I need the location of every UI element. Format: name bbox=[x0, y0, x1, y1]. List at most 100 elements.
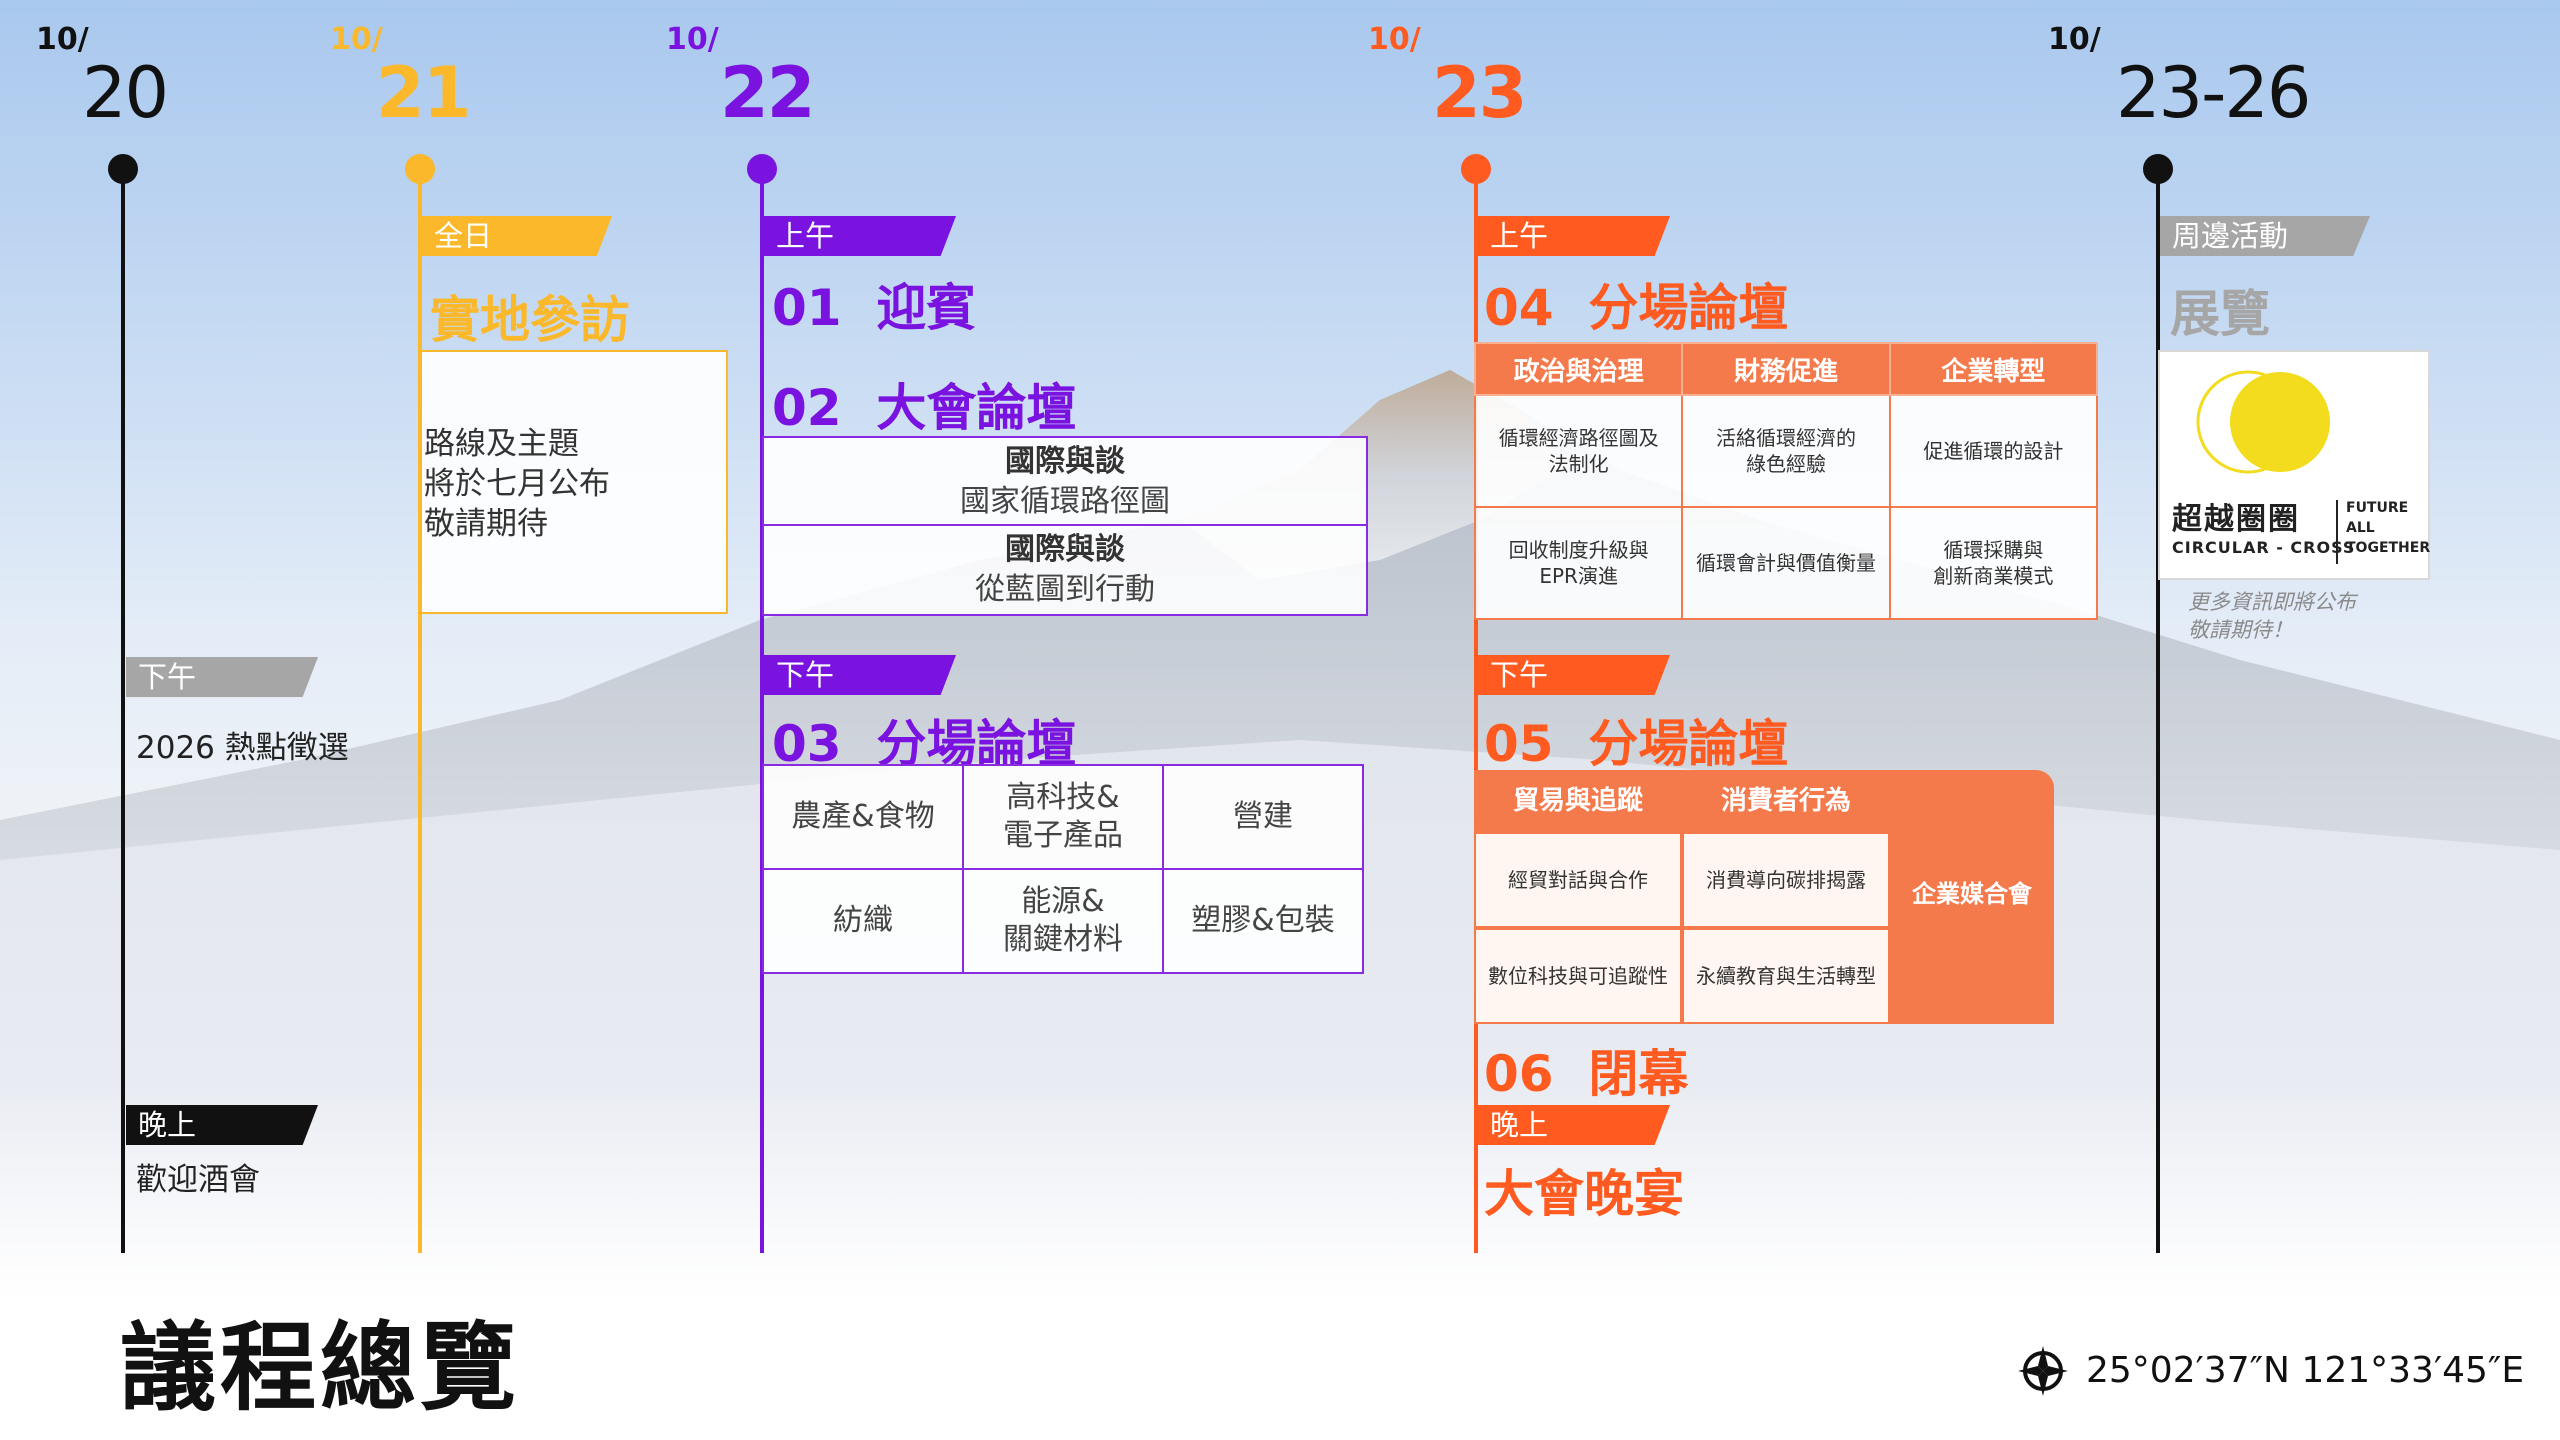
logo-divider bbox=[2336, 500, 2338, 564]
grid-cell: 紡織 bbox=[762, 868, 964, 974]
timeline-dot-1023 bbox=[1461, 154, 1491, 184]
d21-title: 實地參訪 bbox=[430, 291, 630, 349]
timeline-dot-1021 bbox=[405, 154, 435, 184]
date-day-1023: 23 bbox=[1432, 52, 1527, 134]
forum-head: 國際與談 bbox=[1005, 532, 1125, 567]
date-month-1020: 10/ bbox=[36, 22, 89, 57]
table-cell: 活絡循環經濟的 綠色經驗 bbox=[1681, 394, 1891, 508]
d23-s05-side-label: 企業媒合會 bbox=[1912, 880, 2032, 908]
d22-forum-2: 國際與談 從藍圖到行動 bbox=[762, 524, 1368, 616]
timeline-102326 bbox=[2156, 168, 2160, 1253]
d20-afternoon-tag: 下午 bbox=[126, 657, 318, 697]
note-line: 敬請期待！ bbox=[2188, 618, 2293, 642]
timeline-dot-1020 bbox=[108, 154, 138, 184]
circular-cross-logo: 超越圈圈 CIRCULAR - CROSS FUTURE ALL TOGETHE… bbox=[2158, 350, 2430, 580]
session-number: 06 bbox=[1484, 1045, 1554, 1103]
date-day-1021: 21 bbox=[376, 52, 471, 134]
table-cell: 永續教育與生活轉型 bbox=[1684, 930, 1888, 1022]
d23-session-05: 05 分場論壇 bbox=[1484, 704, 1788, 776]
d23-afternoon-tag: 下午 bbox=[1478, 655, 1670, 695]
d2326-event-tag: 周邊活動 bbox=[2160, 216, 2370, 256]
coordinates-text: 25°02′37″N 121°33′45″E bbox=[2086, 1350, 2525, 1391]
d23-session-04: 04 分場論壇 bbox=[1484, 268, 1788, 340]
d23-session-06: 06 閉幕 bbox=[1484, 1034, 1688, 1106]
d21-allday-tag: 全日 bbox=[422, 216, 612, 256]
session-number: 01 bbox=[772, 279, 842, 337]
d23-s05-head-1: 貿易與追蹤 bbox=[1512, 786, 1643, 816]
table-header: 企業轉型 bbox=[1888, 342, 2099, 396]
session-number: 05 bbox=[1484, 715, 1554, 773]
d2326-title: 展覽 bbox=[2170, 285, 2270, 343]
date-day-1020: 20 bbox=[82, 52, 169, 134]
d21-info-line-3: 敬請期待 bbox=[424, 506, 548, 542]
table-cell: 循環經濟路徑圖及 法制化 bbox=[1473, 394, 1684, 508]
d22-session-02: 02 大會論壇 bbox=[772, 368, 1076, 440]
d22-forum-1: 國際與談 國家循環路徑圖 bbox=[762, 436, 1368, 526]
d22-morning-tag: 上午 bbox=[764, 216, 956, 256]
d23-session-04-table: 政治與治理 財務促進 企業轉型 循環經濟路徑圖及 法制化 活絡循環經濟的 綠色經… bbox=[1473, 342, 2099, 620]
logo-cn-text: 超越圈圈 bbox=[2172, 502, 2300, 537]
date-day-102326: 23-26 bbox=[2116, 52, 2311, 134]
timeline-1023 bbox=[1474, 168, 1478, 1253]
grid-cell: 營建 bbox=[1162, 764, 1364, 870]
note-line: 更多資訊即將公布 bbox=[2188, 590, 2356, 614]
d23-morning-tag: 上午 bbox=[1478, 216, 1670, 256]
d23-evening-tag: 晚上 bbox=[1478, 1105, 1670, 1145]
d22-session-03: 03 分場論壇 bbox=[772, 704, 1076, 776]
session-title: 分場論壇 bbox=[1588, 279, 1789, 337]
timeline-dot-1022 bbox=[747, 154, 777, 184]
d20-evening-text: 歡迎酒會 bbox=[136, 1162, 260, 1198]
forum-head: 國際與談 bbox=[1005, 444, 1125, 479]
d23-evening-title: 大會晚宴 bbox=[1484, 1165, 1684, 1223]
session-number: 02 bbox=[772, 379, 842, 437]
logo-side-text: FUTURE ALL TOGETHER bbox=[2346, 498, 2430, 558]
d2326-note: 更多資訊即將公布 敬請期待！ bbox=[2188, 588, 2356, 644]
d21-info-line-1: 路線及主題 bbox=[424, 426, 579, 462]
table-header: 政治與治理 bbox=[1473, 342, 1684, 396]
d21-info-box bbox=[420, 350, 728, 614]
d21-info-line-2: 將於七月公布 bbox=[424, 466, 610, 502]
overlapping-circles-icon bbox=[2196, 370, 2330, 474]
session-title: 閉幕 bbox=[1588, 1045, 1689, 1103]
table-cell: 經貿對話與合作 bbox=[1476, 834, 1680, 926]
forum-sub: 從藍圖到行動 bbox=[975, 572, 1155, 607]
forum-sub: 國家循環路徑圖 bbox=[960, 484, 1170, 519]
grid-cell: 農產&食物 bbox=[762, 764, 964, 870]
d22-session-03-grid: 農產&食物 高科技& 電子產品 營建 紡織 能源& 關鍵材料 塑膠&包裝 bbox=[762, 764, 1364, 974]
table-cell: 消費導向碳排揭露 bbox=[1684, 834, 1888, 926]
date-month-1023: 10/ bbox=[1368, 22, 1421, 57]
session-title: 大會論壇 bbox=[876, 379, 1077, 437]
session-title: 分場論壇 bbox=[876, 715, 1077, 773]
compass-icon bbox=[2018, 1346, 2068, 1396]
page-title: 議程總覽 bbox=[120, 1312, 520, 1424]
grid-cell: 高科技& 電子產品 bbox=[962, 764, 1164, 870]
timeline-1020 bbox=[121, 168, 125, 1253]
table-header: 財務促進 bbox=[1681, 342, 1891, 396]
logo-side-line: ALL bbox=[2346, 520, 2375, 536]
d20-afternoon-text: 2026 熱點徵選 bbox=[136, 730, 349, 766]
table-cell: 回收制度升級與 EPR演進 bbox=[1473, 506, 1684, 620]
table-cell: 循環會計與價值衡量 bbox=[1681, 506, 1891, 620]
grid-cell: 塑膠&包裝 bbox=[1162, 868, 1364, 974]
date-day-1022: 22 bbox=[720, 52, 815, 134]
timeline-dot-102326 bbox=[2143, 154, 2173, 184]
timeline-1021 bbox=[418, 168, 422, 1253]
session-title: 迎賓 bbox=[876, 279, 977, 337]
d20-evening-tag: 晚上 bbox=[126, 1105, 318, 1145]
d22-session-01: 01 迎賓 bbox=[772, 268, 976, 340]
timeline-1022 bbox=[760, 168, 764, 1253]
date-month-1021: 10/ bbox=[330, 22, 383, 57]
bottom-fade bbox=[0, 1080, 2560, 1300]
grid-cell: 能源& 關鍵材料 bbox=[962, 868, 1164, 974]
d22-afternoon-tag: 下午 bbox=[764, 655, 956, 695]
date-month-102326: 10/ bbox=[2048, 22, 2101, 57]
table-cell: 促進循環的設計 bbox=[1888, 394, 2099, 508]
session-number: 03 bbox=[772, 715, 842, 773]
session-title: 分場論壇 bbox=[1588, 715, 1789, 773]
logo-side-line: FUTURE bbox=[2346, 500, 2409, 516]
d23-s05-head-2: 消費者行為 bbox=[1720, 786, 1851, 816]
logo-side-line: TOGETHER bbox=[2346, 540, 2431, 556]
table-cell: 數位科技與可追蹤性 bbox=[1476, 930, 1680, 1022]
session-number: 04 bbox=[1484, 279, 1554, 337]
table-cell: 循環採購與 創新商業模式 bbox=[1888, 506, 2099, 620]
